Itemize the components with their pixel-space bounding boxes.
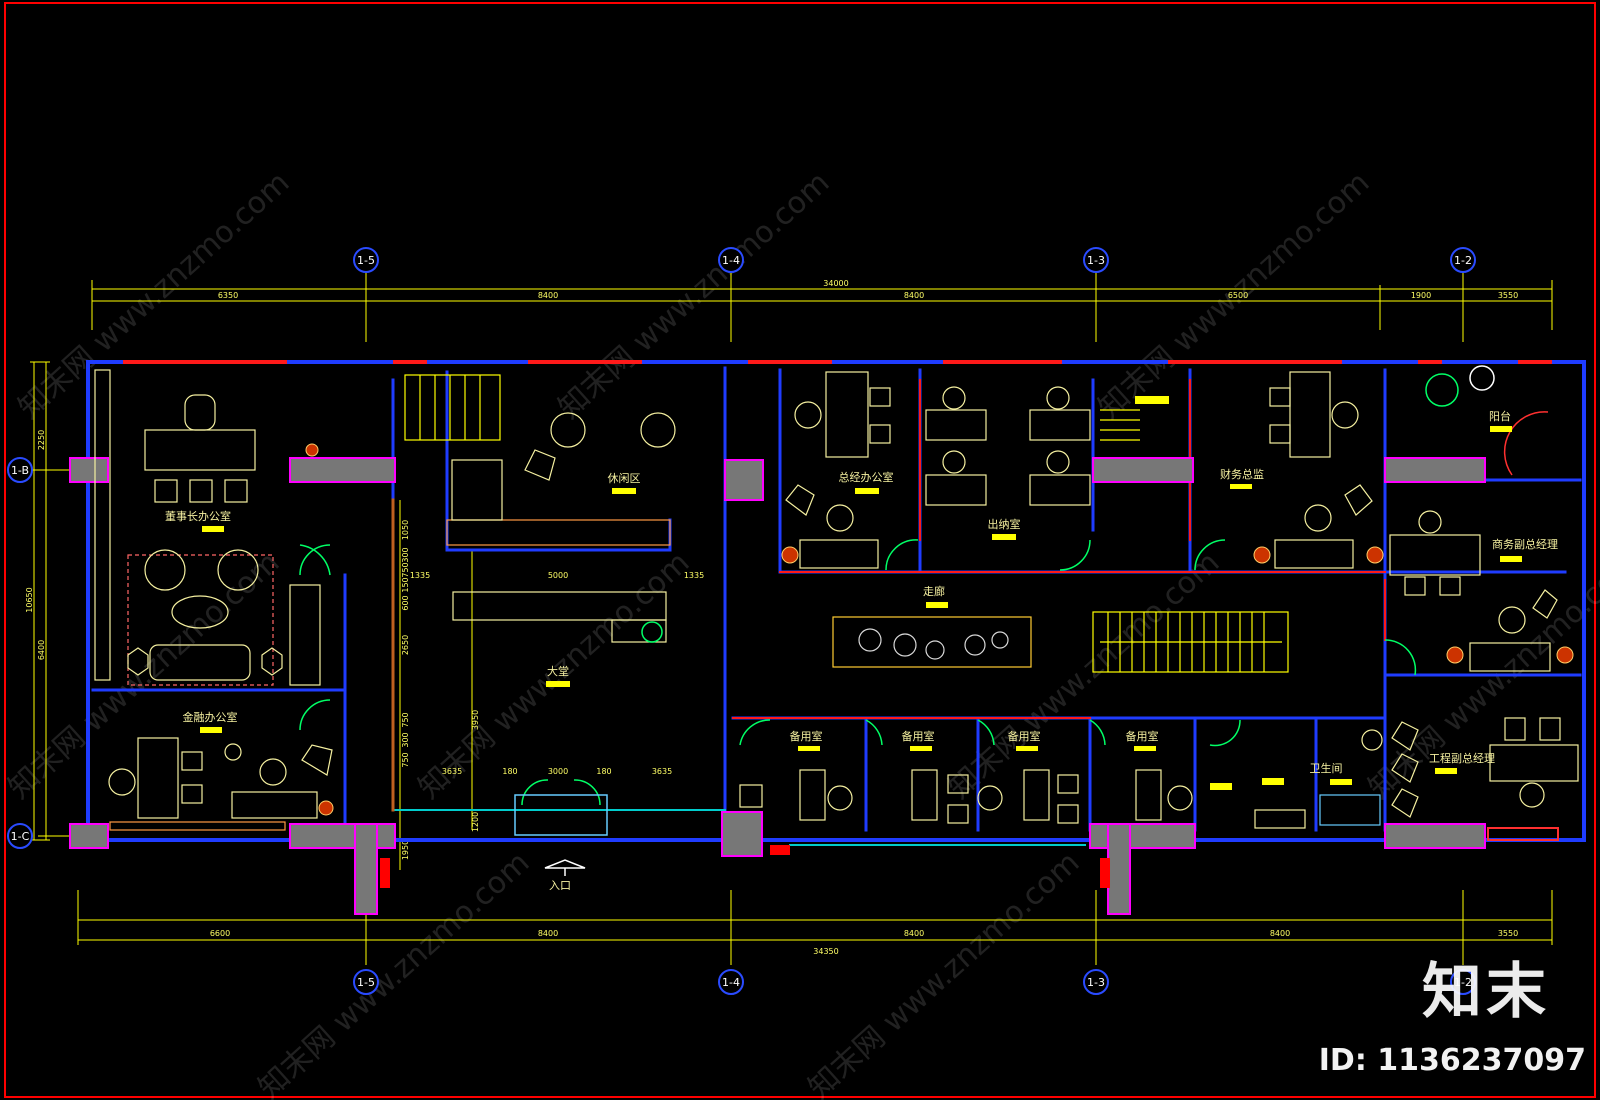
dim-bottom: 8400: [1270, 929, 1290, 938]
watermark-text: 知末网 www.znzmo.com: [552, 165, 836, 426]
watermark-text: 知末网 www.znzmo.com: [942, 545, 1226, 806]
entrance-marker: [544, 859, 586, 876]
area-tags: [200, 396, 1522, 790]
dim-bottom: 8400: [538, 929, 558, 938]
dim-total-left: 10650: [25, 587, 34, 612]
axis-label-top: 1-5: [357, 254, 375, 267]
axis-label-top: 1-4: [722, 254, 740, 267]
dim-top: 1900: [1411, 291, 1431, 300]
plants: [641, 365, 1495, 643]
dim-vertical: 750: [401, 712, 410, 727]
axis-label-left: 1-C: [11, 830, 30, 843]
watermarks: 知末网 www.znzmo.com 知末网 www.znzmo.com 知末网 …: [2, 165, 1600, 1100]
axis-labels: 1-5 1-4 1-3 1-2 1-5 1-4 1-3 1-2 1-B 1-C: [11, 254, 1472, 989]
dim-bottom: 8400: [904, 929, 924, 938]
dim-lobby-height: 3950: [471, 710, 480, 730]
dim-lobby-bottom: 3635: [442, 767, 462, 776]
dim-vertical: 300: [401, 547, 410, 562]
watermark-text: 知末网 www.znzmo.com: [802, 845, 1086, 1100]
dimension-values: 34000 6350 8400 8400 6500 1900 3550 6600…: [25, 279, 1518, 956]
dim-lobby-top: 1335: [684, 571, 704, 580]
dim-top: 3550: [1498, 291, 1518, 300]
axis-label-bottom: 1-2: [1454, 976, 1472, 989]
furniture: [94, 369, 1579, 831]
dim-top: 6500: [1228, 291, 1248, 300]
drawing-frame: [4, 2, 1596, 1098]
dim-top: 6350: [218, 291, 238, 300]
axis-label-top: 1-3: [1087, 254, 1105, 267]
dim-vertical: 750: [401, 752, 410, 767]
doors: [299, 411, 1549, 836]
axis-bubbles: [7, 247, 1476, 995]
dim-vertical: 2650: [401, 635, 410, 655]
watermark-text: 知末网 www.znzmo.com: [12, 165, 296, 426]
watermark-text: 知末网 www.znzmo.com: [2, 545, 286, 806]
room-label-finance-office: 金融办公室: [183, 710, 238, 724]
dim-top: 8400: [904, 291, 924, 300]
exterior-wall: [86, 360, 1586, 842]
room-label-lobby: 大堂: [547, 664, 569, 678]
axis-label-bottom: 1-3: [1087, 976, 1105, 989]
orange-dots: [305, 443, 1574, 816]
dim-total-bottom: 34350: [813, 947, 838, 956]
axis-label-bottom: 1-5: [357, 976, 375, 989]
room-label-corridor: 走廊: [923, 584, 945, 598]
dim-vertical: 1950: [401, 840, 410, 860]
dim-lobby-top: 5000: [548, 571, 568, 580]
room-label-entrance: 入口: [549, 879, 571, 892]
columns: [69, 457, 1559, 915]
axis-label-top: 1-2: [1454, 254, 1472, 267]
dim-bottom: 3550: [1498, 929, 1518, 938]
dim-lobby-top: 1335: [410, 571, 430, 580]
room-label-finance: 财务总监: [1220, 467, 1264, 481]
dim-left: 6400: [37, 640, 46, 660]
dim-lobby-bottom: 3000: [548, 767, 568, 776]
room-label-balcony: 阳台: [1489, 409, 1511, 423]
dim-total-top: 34000: [823, 279, 848, 288]
grid-axis-lines: [38, 272, 1464, 965]
walls: [86, 360, 1586, 846]
dim-vertical: 300: [401, 732, 410, 747]
dim-lobby-bottom: 180: [596, 767, 611, 776]
watermark-text: 知末网 www.znzmo.com: [252, 845, 536, 1100]
axis-label-bottom: 1-4: [722, 976, 740, 989]
dimension-lines: [30, 280, 1553, 945]
axis-label-left: 1-B: [11, 464, 29, 477]
room-label-business: 商务副总经理: [1492, 537, 1558, 551]
dim-vertical: 150: [401, 577, 410, 592]
room-label-spare: 备用室: [790, 729, 823, 743]
brand-logo: 知末: [1422, 957, 1550, 1027]
dim-vertical: 600: [401, 595, 410, 610]
stairs: [404, 374, 1289, 673]
dim-vertical: 1050: [401, 520, 410, 540]
room-label-lounge: 休闲区: [608, 471, 641, 485]
room-label-chairman: 董事长办公室: [165, 509, 231, 523]
interior-walls: [91, 366, 1582, 832]
dim-lobby-bottom: 180: [502, 767, 517, 776]
dim-vertical: 1200: [471, 812, 480, 832]
red-partitions: [732, 379, 1386, 719]
dim-lobby-bottom: 3635: [652, 767, 672, 776]
room-label-engineering: 工程副总经理: [1429, 751, 1495, 765]
room-label-cashier: 出纳室: [988, 517, 1021, 531]
room-label-spare: 备用室: [1126, 729, 1159, 743]
room-label-spare: 备用室: [1008, 729, 1041, 743]
room-labels: 董事长办公室 休闲区 总经办公室 出纳室 财务总监 阳台 商务副总经理 走廊 大…: [165, 409, 1558, 892]
room-label-spare: 备用室: [902, 729, 935, 743]
room-label-manager: 总经办公室: [839, 470, 894, 484]
dim-vertical: 750: [401, 562, 410, 577]
image-id: ID: 1136237097: [1318, 1043, 1586, 1078]
desk: [144, 429, 256, 471]
room-label-wc: 卫生间: [1310, 761, 1343, 775]
dim-top: 8400: [538, 291, 558, 300]
dim-bottom: 6600: [210, 929, 230, 938]
dim-left: 2250: [37, 430, 46, 450]
